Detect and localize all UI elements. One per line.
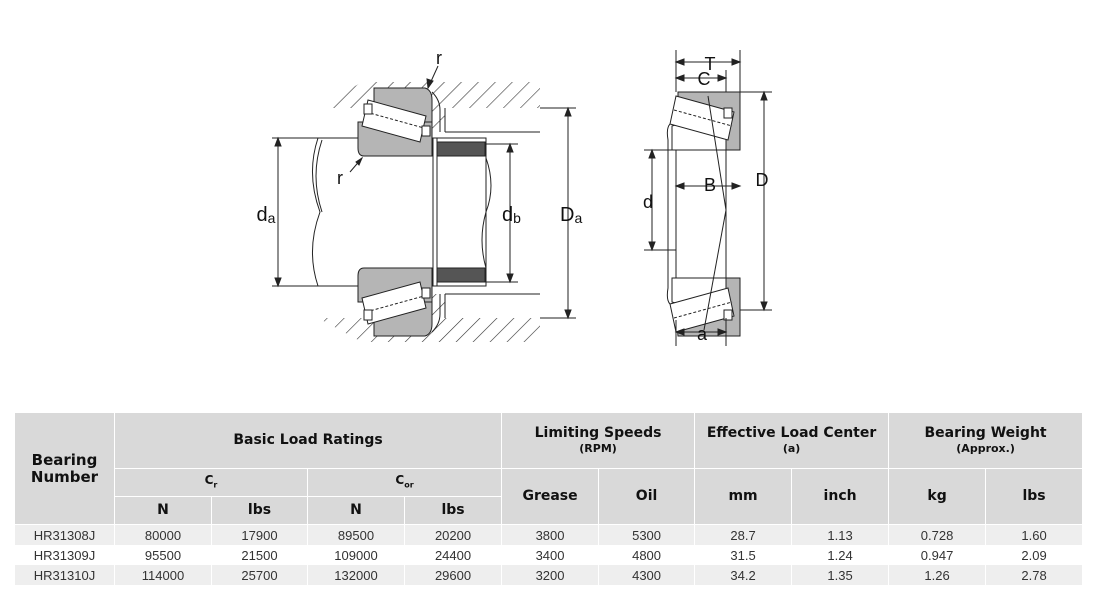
table-row: HR31308J 80000 17900 89500 20200 3800 53… (14, 524, 1084, 545)
table-cell: 132000 (307, 565, 405, 585)
cell-bearing-number: HR31310J (14, 565, 115, 585)
table-cell: 31.5 (694, 545, 793, 565)
header-lbs-weight: lbs (985, 468, 1084, 525)
table-cell: 25700 (211, 565, 308, 585)
table-cell: 24400 (403, 545, 503, 565)
cell-bearing-number: HR31309J (14, 545, 115, 565)
header-inch: inch (791, 468, 890, 525)
bearing-top (357, 87, 433, 157)
header-oil: Oil (598, 468, 696, 525)
table-cell: 80000 (114, 524, 212, 545)
table-cell: 5300 (598, 524, 696, 545)
mounting-assembly (272, 65, 576, 342)
table-cell: 1.35 (791, 565, 890, 585)
sleeve-bottom (436, 267, 486, 283)
header-cr-lbs: lbs (211, 496, 308, 525)
table-cell: 109000 (307, 545, 405, 565)
label-T: T (705, 54, 716, 74)
label-r-left: r (337, 168, 343, 188)
table-cell: 3400 (501, 545, 600, 565)
table-row: HR31309J 95500 21500 109000 24400 3400 4… (14, 545, 1084, 565)
label-db: db (502, 204, 521, 226)
table-cell: 114000 (114, 565, 212, 585)
table-cell: 1.24 (791, 545, 890, 565)
label-B: B (704, 175, 716, 195)
header-grease: Grease (501, 468, 600, 525)
table-cell: 3200 (501, 565, 600, 585)
header-kg: kg (888, 468, 987, 525)
bearing-diagram: r r da db Da (257, 48, 772, 346)
table-cell: 0.728 (888, 524, 987, 545)
label-D: D (756, 170, 769, 190)
diagram-labels-left: r r da db Da (257, 48, 583, 226)
header-effective-load-center: Effective Load Center(a) (694, 412, 890, 469)
header-cor-n: N (307, 496, 405, 525)
cell-bearing-number: HR31308J (14, 524, 115, 545)
table-row: HR31310J 114000 25700 132000 29600 3200 … (14, 565, 1084, 585)
label-da: da (257, 204, 276, 226)
header-cor-lbs: lbs (403, 496, 503, 525)
label-a: a (697, 324, 708, 344)
header-bearing-weight: Bearing Weight(Approx.) (888, 412, 1084, 469)
bearing-section (644, 50, 772, 346)
sleeve-top (436, 141, 486, 157)
label-Da: Da (560, 204, 582, 226)
bearing-bottom (357, 267, 433, 337)
table-cell: 1.26 (888, 565, 987, 585)
diagram-labels-right: T C B D d a (643, 54, 769, 344)
table-cell: 2.78 (985, 565, 1084, 585)
label-C: C (698, 69, 711, 89)
table-cell: 3800 (501, 524, 600, 545)
header-mm: mm (694, 468, 793, 525)
header-cor: Cor (306, 468, 503, 497)
header-limiting-speeds: Limiting Speeds(RPM) (501, 412, 696, 469)
table-cell: 17900 (211, 524, 308, 545)
table-cell: 0.947 (888, 545, 987, 565)
shaft (311, 137, 487, 287)
table-cell: 95500 (114, 545, 212, 565)
table-cell: 2.09 (985, 545, 1084, 565)
table-cell: 4300 (598, 565, 696, 585)
header-cr: Cr (114, 468, 308, 497)
bearing-spec-table: Bearing Number Basic Load Ratings Limiti… (14, 412, 1084, 585)
table-cell: 21500 (211, 545, 308, 565)
label-r-top: r (436, 48, 442, 68)
header-basic-load-ratings: Basic Load Ratings (113, 412, 503, 469)
table-cell: 20200 (403, 524, 503, 545)
header-cr-n: N (114, 496, 212, 525)
header-bearing-number: Bearing Number (14, 412, 115, 525)
table-cell: 89500 (307, 524, 405, 545)
table-cell: 1.60 (985, 524, 1084, 545)
table-cell: 29600 (403, 565, 503, 585)
table-cell: 28.7 (694, 524, 793, 545)
table-cell: 4800 (598, 545, 696, 565)
table-cell: 34.2 (694, 565, 793, 585)
label-d: d (643, 192, 653, 212)
table-cell: 1.13 (791, 524, 890, 545)
